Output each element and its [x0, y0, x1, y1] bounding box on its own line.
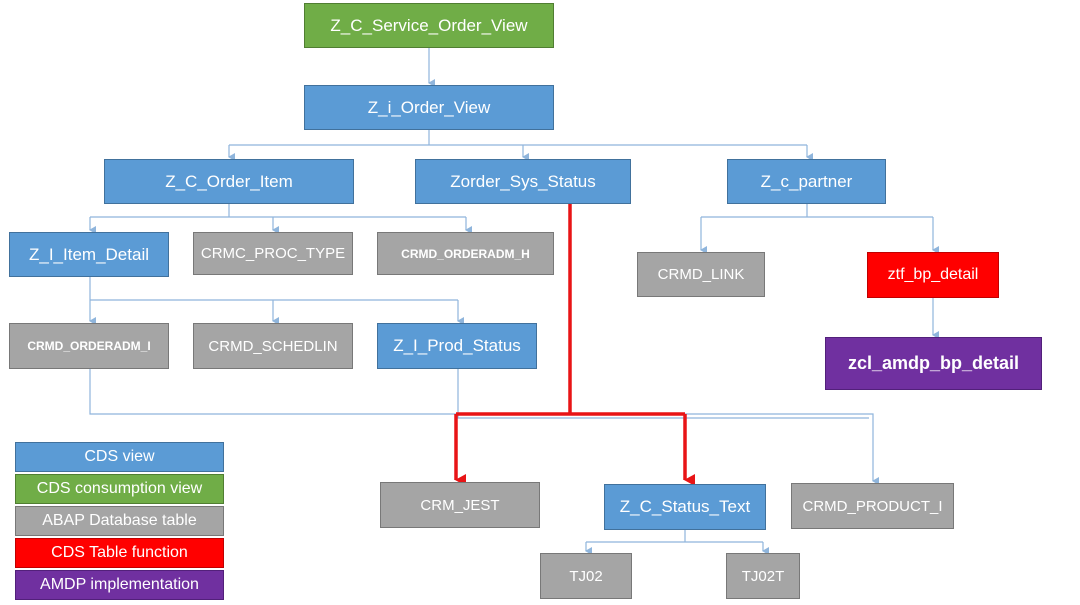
- node-item-detail[interactable]: Z_I_Item_Detail: [9, 232, 169, 277]
- legend-item-amdp: AMDP implementation: [15, 570, 224, 600]
- node-schedlin[interactable]: CRMD_SCHEDLIN: [193, 323, 353, 369]
- connector-order-view-bus: [229, 130, 807, 146]
- connector-status-text-bus: [586, 530, 763, 543]
- node-proc-type[interactable]: CRMC_PROC_TYPE: [193, 232, 353, 275]
- node-prod-status[interactable]: Z_I_Prod_Status: [377, 323, 537, 369]
- node-bp-detail[interactable]: ztf_bp_detail: [867, 252, 999, 298]
- connector-item-detail-bus: [89, 277, 458, 301]
- node-order-view[interactable]: Z_i_Order_View: [304, 85, 554, 130]
- connector-partner-bus: [701, 204, 933, 218]
- legend-item-cds-view: CDS view: [15, 442, 224, 472]
- node-link[interactable]: CRMD_LINK: [637, 252, 765, 297]
- connector-order-item-bus: [90, 204, 466, 218]
- legend-item-table-function: CDS Table function: [15, 538, 224, 568]
- node-amdp-bp-detail[interactable]: zcl_amdp_bp_detail: [825, 337, 1042, 390]
- node-partner[interactable]: Z_c_partner: [727, 159, 886, 204]
- node-product-i[interactable]: CRMD_PRODUCT_I: [791, 483, 954, 529]
- node-service-order-view[interactable]: Z_C_Service_Order_View: [304, 3, 554, 48]
- node-orderadm-i[interactable]: CRMD_ORDERADM_I: [9, 323, 169, 369]
- node-jest[interactable]: CRM_JEST: [380, 482, 540, 528]
- legend-item-database-table: ABAP Database table: [15, 506, 224, 536]
- node-order-item[interactable]: Z_C_Order_Item: [104, 159, 354, 204]
- node-tj02[interactable]: TJ02: [540, 553, 632, 599]
- node-order-sys-status[interactable]: Zorder_Sys_Status: [415, 159, 631, 204]
- node-orderadm-h[interactable]: CRMD_ORDERADM_H: [377, 232, 554, 275]
- node-tj02t[interactable]: TJ02T: [726, 553, 800, 599]
- legend-item-consumption-view: CDS consumption view: [15, 474, 224, 504]
- connector-prod-status-to-product: [457, 369, 869, 419]
- node-status-text[interactable]: Z_C_Status_Text: [604, 484, 766, 530]
